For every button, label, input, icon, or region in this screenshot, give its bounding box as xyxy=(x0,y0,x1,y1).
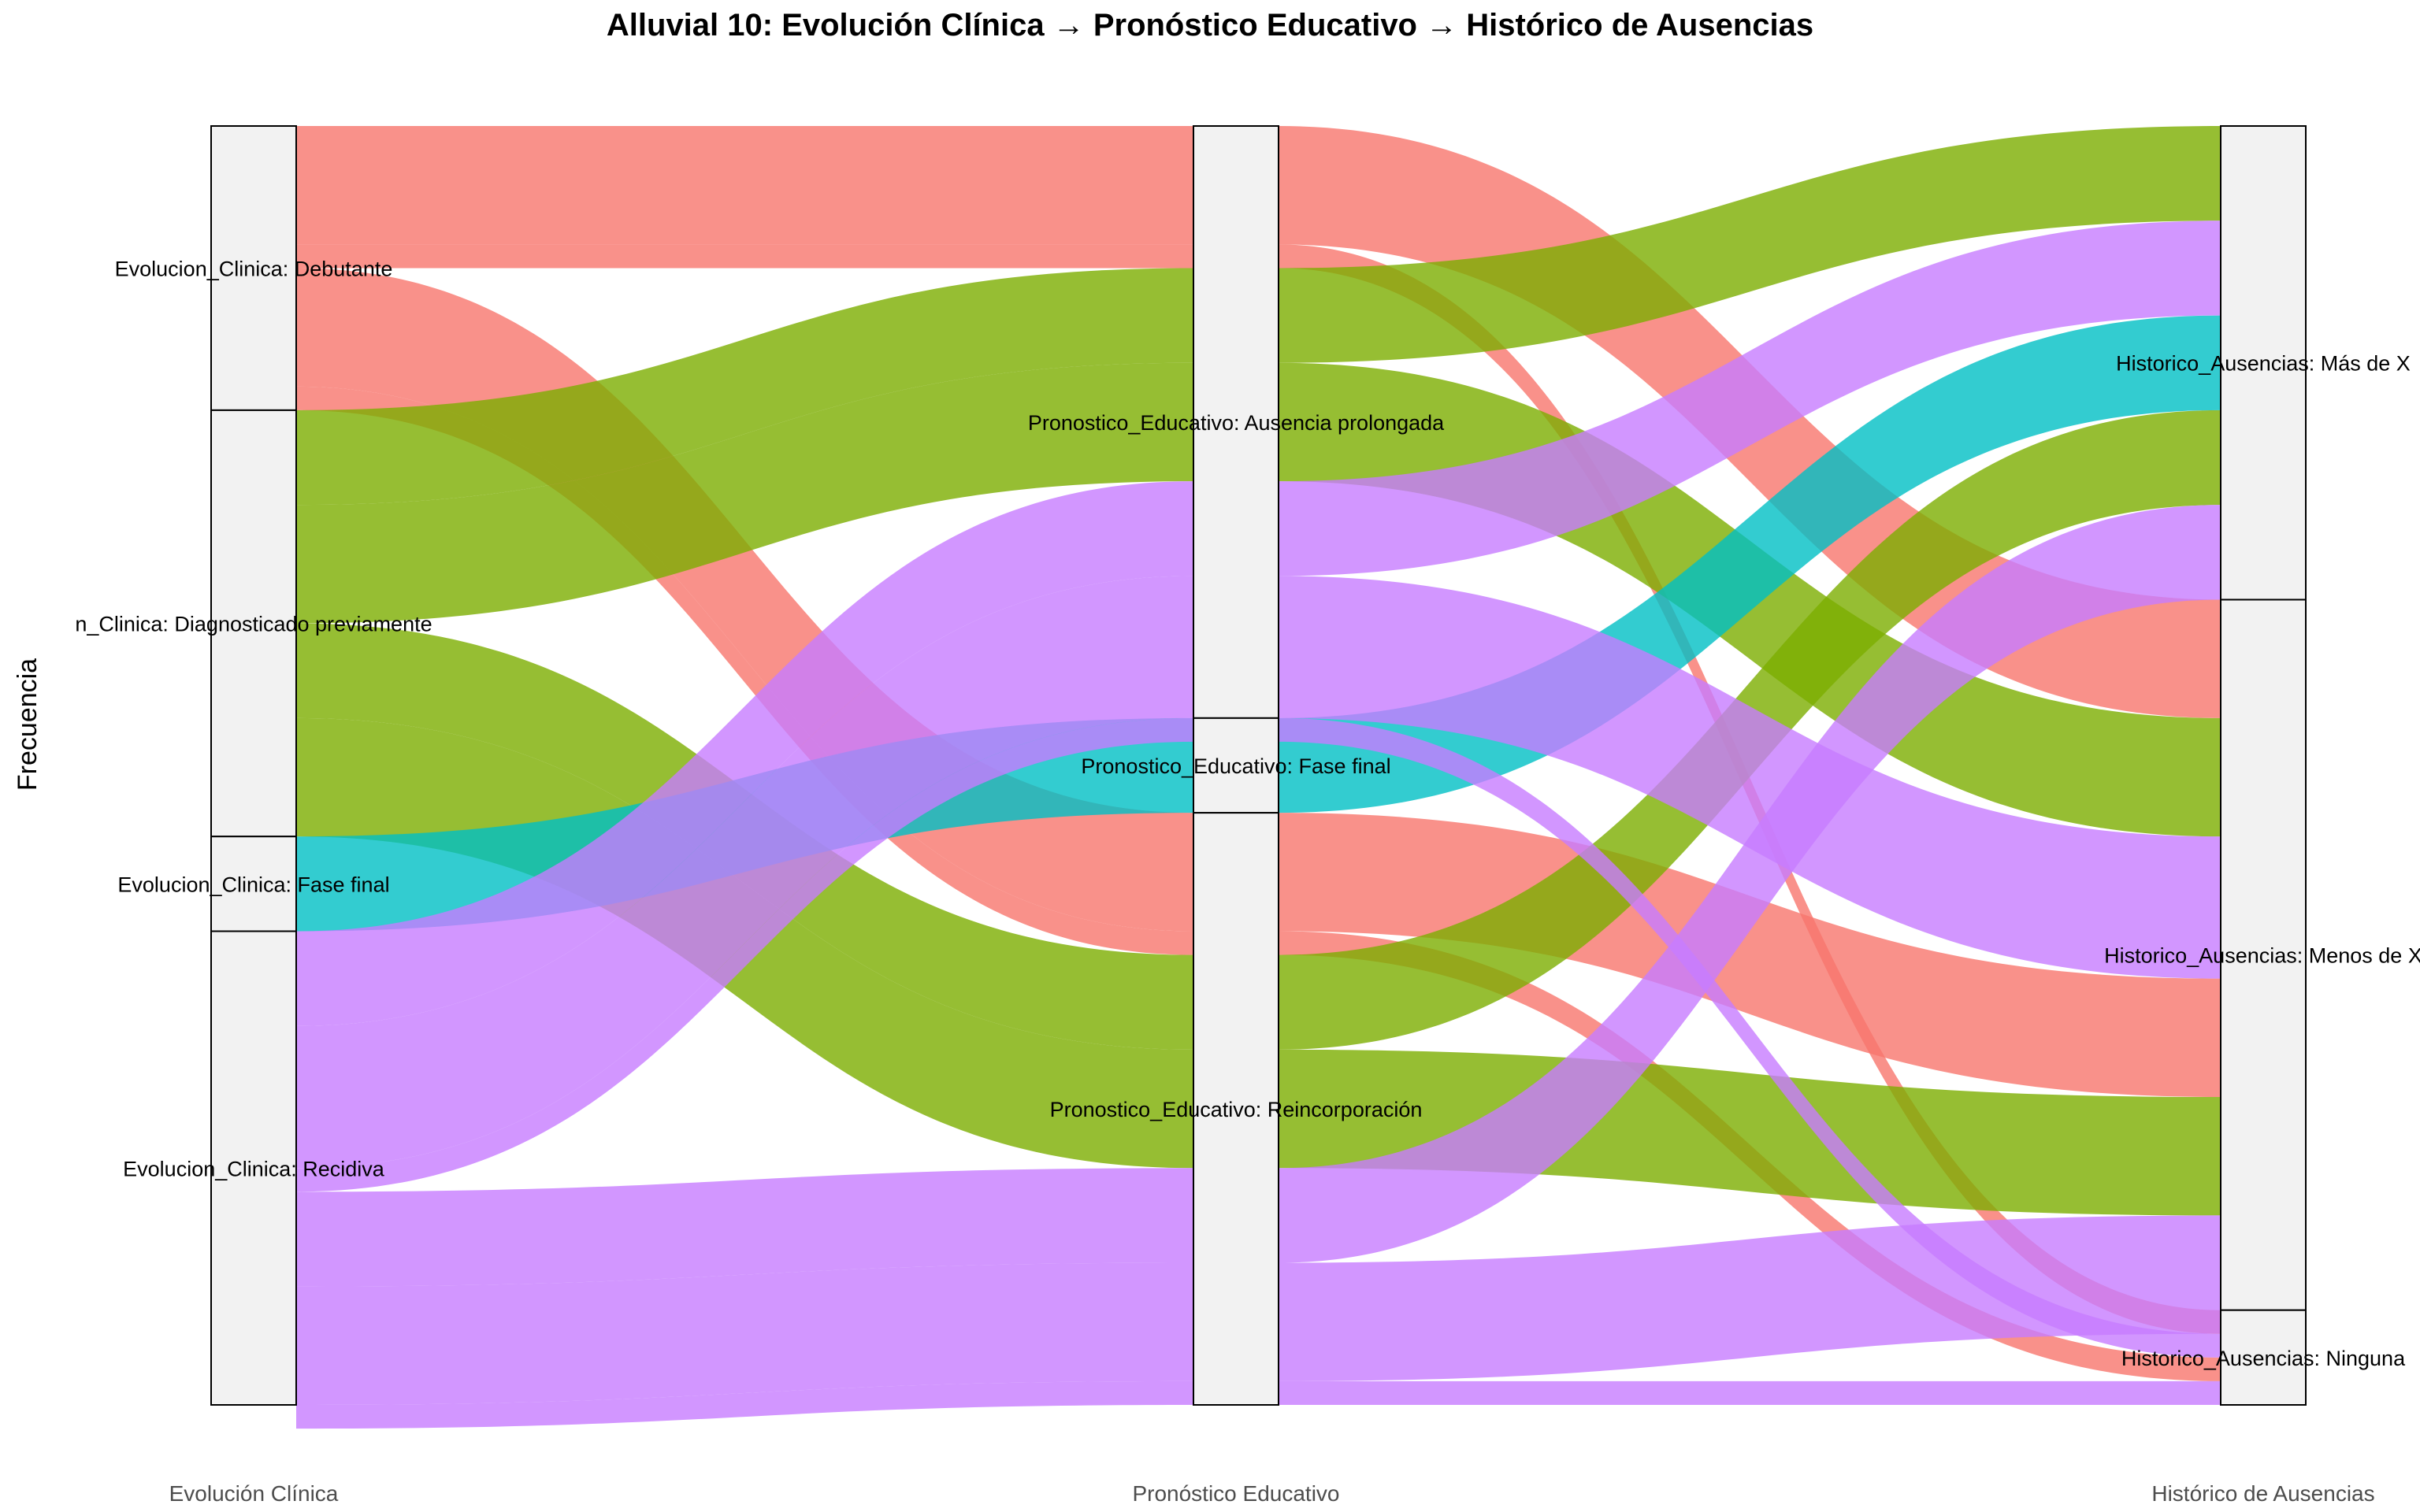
axis-layer: Evolución Clínica Pronóstico Educativo His… xyxy=(169,1481,2375,1506)
flow-recidiva-ausencia-prolongada-to-ninguna xyxy=(1279,717,2221,1358)
flow-debutante-debutante-to-reincorporacion xyxy=(296,386,1193,955)
flow-diagnosticado-previamente-diagnosticado-previamente-to-ausencia-prolongada xyxy=(296,268,1193,506)
stratum-box-historico-de-ausencias-mas-de-x xyxy=(2220,125,2307,601)
flow-diagnosticado-previamente-reincorporacion-to-menos-de-x xyxy=(1279,1049,2221,1216)
flow-recidiva-reincorporacion-to-ninguna xyxy=(1279,1380,2221,1405)
stratum-label-pronostico-educativo-fase-final: Pronostico_Educativo: Fase final xyxy=(1081,754,1390,778)
flow-debutante-debutante-to-ausencia-prolongada xyxy=(296,126,1193,245)
flow-debutante-reincorporacion-to-menos-de-x xyxy=(1279,813,2221,1098)
x-axis-tick-evolucion-clinica: Evolución Clínica xyxy=(169,1481,339,1506)
flow-debutante-debutante-to-ausencia-prolongada xyxy=(296,244,1193,269)
stratum-box-pronostico-educativo-reincorporacion xyxy=(1193,812,1279,1406)
stratum-label-evolucion-clinica-fase-final: Evolucion_Clinica: Fase final xyxy=(117,873,389,896)
stratum-box-evolucion-clinica-recidiva xyxy=(210,930,297,1406)
flow-recidiva-recidiva-to-reincorporacion xyxy=(296,1262,1193,1405)
flow-recidiva-recidiva-to-ausencia-prolongada xyxy=(296,717,1193,1192)
stratum-box-evolucion-clinica-fase-final xyxy=(210,836,297,932)
flow-recidiva-recidiva-to-reincorporacion xyxy=(296,1380,1193,1429)
strata-layer: Evolucion_Clinica: Debutante n_Clinica: D… xyxy=(75,125,2420,1406)
flow-recidiva-recidiva-to-reincorporacion xyxy=(296,1168,1193,1287)
stratum-box-pronostico-educativo-ausencia-prolongada xyxy=(1193,125,1279,719)
flow-recidiva-reincorporacion-to-mas-de-x xyxy=(1279,505,2221,1263)
flow-diagnosticado-previamente-diagnosticado-previamente-to-ausencia-prolongada xyxy=(296,362,1193,624)
stratum-box-evolucion-clinica-diagnosticado-previamente xyxy=(210,409,297,838)
stratum-label-historico-de-ausencias-ninguna: Historico_Ausencias: Ninguna xyxy=(2121,1347,2406,1370)
x-axis-tick-pronostico-educativo: Pronóstico Educativo xyxy=(1132,1481,1339,1506)
flow-recidiva-ausencia-prolongada-to-menos-de-x xyxy=(1279,576,2221,979)
flow-recidiva-recidiva-to-ausencia-prolongada xyxy=(296,481,1193,1026)
stratum-box-historico-de-ausencias-menos-de-x xyxy=(2220,598,2307,1311)
y-axis-label: Frecuencia xyxy=(13,658,43,791)
stratum-label-evolucion-clinica-recidiva: Evolucion_Clinica: Recidiva xyxy=(123,1157,385,1180)
stratum-label-evolucion-clinica-diagnosticado-previamente: n_Clinica: Diagnosticado previamente xyxy=(75,613,432,636)
stratum-label-historico-de-ausencias-mas-de-x: Historico_Ausencias: Más de X xyxy=(2116,352,2411,376)
x-axis-tick-historico-de-ausencias: Histórico de Ausencias xyxy=(2151,1481,2374,1506)
flows-layer xyxy=(296,126,2221,1429)
stratum-label-evolucion-clinica-debutante: Evolucion_Clinica: Debutante xyxy=(115,257,393,280)
stratum-label-pronostico-educativo-ausencia-prolongada: Pronostico_Educativo: Ausencia prolongad… xyxy=(1028,411,1445,435)
stratum-box-pronostico-educativo-fase-final xyxy=(1193,717,1279,814)
stratum-box-historico-de-ausencias-ninguna xyxy=(2220,1309,2307,1406)
flow-recidiva-reincorporacion-to-menos-de-x xyxy=(1279,1215,2221,1381)
flow-diagnosticado-previamente-ausencia-prolongada-to-mas-de-x xyxy=(1279,126,2221,363)
flow-recidiva-ausencia-prolongada-to-mas-de-x xyxy=(1279,220,2221,576)
chart-title: Alluvial 10: Evolución Clínica → Pronóst… xyxy=(606,8,1814,43)
stratum-box-evolucion-clinica-debutante xyxy=(210,125,297,411)
stratum-label-historico-de-ausencias-menos-de-x: Historico_Ausencias: Menos de X xyxy=(2104,944,2420,968)
flow-recidiva-recidiva-to-ausencia-prolongada xyxy=(296,576,1193,1169)
stratum-label-pronostico-educativo-reincorporacion: Pronostico_Educativo: Reincorporación xyxy=(1050,1098,1423,1121)
